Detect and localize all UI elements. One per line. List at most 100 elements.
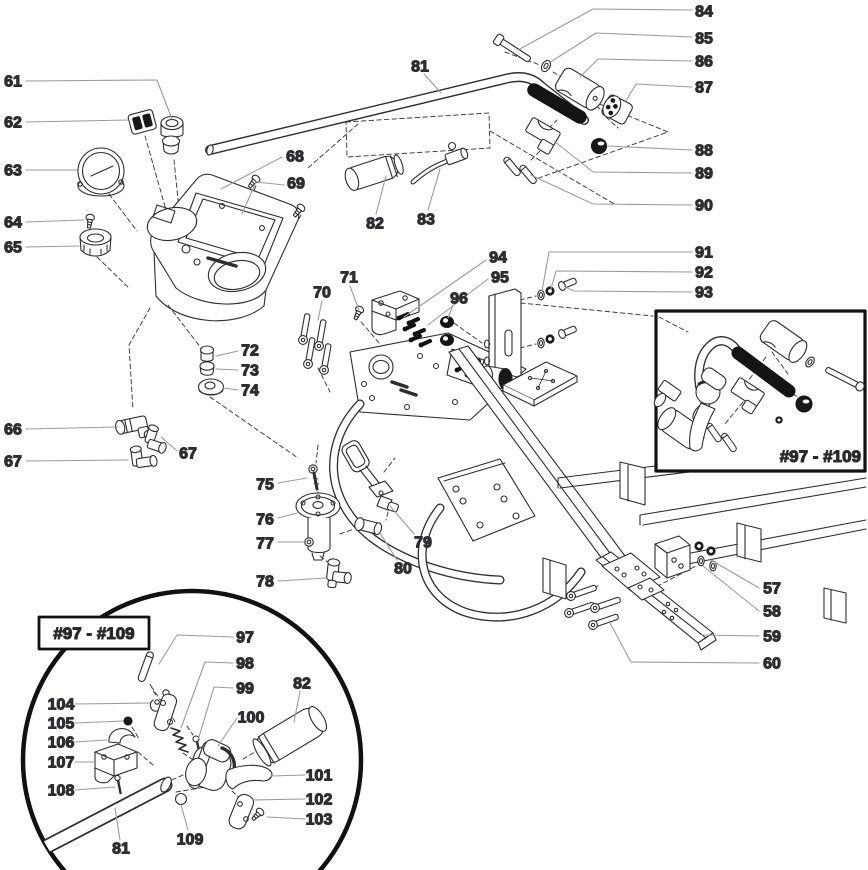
callout-69: 69 <box>287 176 305 193</box>
fitting-61 <box>160 115 184 155</box>
leader-line-88 <box>606 145 693 151</box>
leader-line-83 <box>427 168 441 211</box>
leader-line-68 <box>220 156 283 190</box>
callout-83: 83 <box>417 212 435 229</box>
callout-96: 96 <box>450 291 468 308</box>
switch-62 <box>127 109 157 135</box>
leader-line-87 <box>625 83 693 102</box>
bolt-60d <box>586 611 621 632</box>
callout-74: 74 <box>241 383 259 400</box>
inset-grip-82 <box>252 706 328 767</box>
bumper-assembly <box>562 367 781 651</box>
callout-105: 105 <box>48 716 75 733</box>
handlebar-81 <box>205 72 589 156</box>
callout-82: 82 <box>366 216 384 233</box>
callout-98: 98 <box>236 656 254 673</box>
leader-line-79 <box>389 505 415 535</box>
leader-line-82i <box>293 690 301 723</box>
leader-line-82 <box>375 175 387 215</box>
callout-102: 102 <box>306 792 333 809</box>
callout-85: 85 <box>695 31 713 48</box>
leader-line-90 <box>530 174 693 206</box>
topright-inset: #97 - #109 <box>653 309 867 473</box>
washer-85 <box>540 59 552 73</box>
leader-line-102 <box>252 798 306 801</box>
grommet-cylinder-87 <box>601 94 633 125</box>
callout-63: 63 <box>4 163 22 180</box>
callout-107: 107 <box>48 755 75 772</box>
leader-line-57 <box>710 559 760 589</box>
bottom-inset-label: #97 - #109 <box>53 624 134 643</box>
leader-line-71 <box>349 285 360 311</box>
grip-82 <box>344 154 404 191</box>
leader-line-99 <box>197 686 234 741</box>
callout-72: 72 <box>241 343 259 360</box>
leader-line-80 <box>379 532 398 561</box>
fitting-67-right <box>144 424 167 454</box>
callout-81: 81 <box>411 59 429 76</box>
callout-87: 87 <box>695 80 713 97</box>
callout-91: 91 <box>695 245 713 262</box>
leader-line-67b <box>160 436 178 452</box>
leader-line-106 <box>74 739 108 743</box>
leader-line-70 <box>317 300 323 321</box>
mount-plate-assembly <box>297 275 579 421</box>
leader-line-104 <box>74 702 151 705</box>
leader-line-89 <box>553 140 693 174</box>
strainer-assembly <box>295 464 352 589</box>
lockwasher-92 <box>544 285 556 297</box>
leader-line-59 <box>700 634 760 637</box>
leader-line-75 <box>277 477 308 484</box>
leader-line-86 <box>579 58 693 78</box>
lockwasher-57b <box>705 545 717 557</box>
pedal-79 <box>341 440 400 513</box>
leader-line-94 <box>403 259 487 318</box>
leader-line-81i <box>114 807 121 841</box>
callout-62: 62 <box>4 115 22 132</box>
fitting-67-left <box>129 445 158 469</box>
leader-line-101 <box>270 774 306 777</box>
screw-64 <box>84 213 96 230</box>
pin-90b <box>517 163 539 186</box>
pressure-gauge <box>77 147 125 197</box>
grommet-96b <box>440 334 454 346</box>
callout-109: 109 <box>177 832 204 849</box>
callout-94: 94 <box>489 250 507 267</box>
clamp-86 <box>554 67 605 111</box>
leader-line-100 <box>217 717 238 747</box>
callout-90: 90 <box>695 198 713 215</box>
topright-inset-label: #97 - #109 <box>780 447 861 466</box>
callout-89: 89 <box>695 166 713 183</box>
console-assembly <box>146 173 300 322</box>
bolt-93 <box>556 275 579 293</box>
callout-65: 65 <box>4 240 22 257</box>
bottom-inset: #97 - #109 <box>20 588 364 870</box>
callout-92: 92 <box>695 265 713 282</box>
leader-line-74 <box>222 387 239 391</box>
leader-line-92 <box>550 270 693 290</box>
leader-line-61 <box>25 79 173 120</box>
callout-68: 68 <box>286 149 304 166</box>
callout-101: 101 <box>306 768 333 785</box>
inset-grip-assembly <box>653 367 727 452</box>
leader-line-66 <box>25 426 119 430</box>
leader-line-72 <box>215 350 239 357</box>
valve-83 <box>410 141 469 185</box>
leader-line-93 <box>564 286 693 293</box>
leader-line-85 <box>548 32 693 64</box>
leader-line-69 <box>241 181 285 215</box>
callout-106: 106 <box>48 735 75 752</box>
callout-75: 75 <box>256 477 274 494</box>
leader-line-62 <box>25 119 129 123</box>
callout-78: 78 <box>256 574 274 591</box>
callout-108: 108 <box>48 783 75 800</box>
leader-line-58 <box>702 565 760 612</box>
callout-104: 104 <box>48 697 75 714</box>
callout-61: 61 <box>4 74 22 91</box>
callout-95: 95 <box>491 270 509 287</box>
leader-line-73 <box>215 368 239 371</box>
callout-86: 86 <box>695 54 713 71</box>
leader-line-109 <box>180 804 189 831</box>
bolt-84 <box>492 33 532 63</box>
